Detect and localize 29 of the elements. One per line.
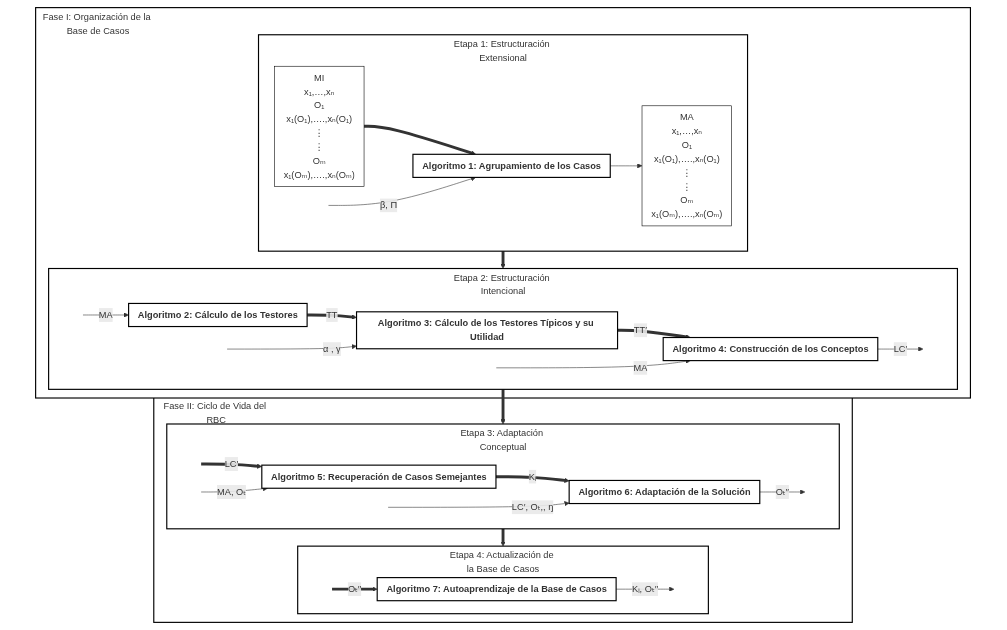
node-box: MA x₁,…,xₙ O₁ x₁(O₁),….,xₙ(O₁) ⋮ ⋮ Oₘ x₁(Oₘ),….,xₙ(Oₘ) bbox=[642, 105, 733, 227]
edge-label: MA bbox=[99, 309, 114, 320]
edge-label: LC′ bbox=[225, 458, 239, 469]
edge-label: Kᵢ bbox=[529, 471, 537, 482]
edge-label: Oₜ′′ bbox=[348, 583, 362, 594]
arrow bbox=[364, 124, 477, 156]
edge-label: MA, Oₜ bbox=[217, 486, 247, 497]
edge-label: LC′, Oₜ,, ŋ bbox=[512, 502, 554, 512]
edge-label: Kᵢ, Oₜ′′ bbox=[632, 583, 659, 594]
arrow bbox=[496, 475, 570, 483]
node-box: Algoritmo 1: Agrupamiento de los Casos bbox=[412, 153, 612, 178]
arrow bbox=[500, 389, 507, 425]
node-box: Algoritmo 6: Adaptación de la Solución bbox=[569, 479, 761, 505]
arrow bbox=[332, 586, 378, 592]
edge-label: α , γ bbox=[323, 343, 342, 354]
edge-label: MA bbox=[633, 362, 648, 373]
node-box: MI x₁,…,xₙ O₁ x₁(O₁),….,xₙ(O₁) ⋮ ⋮ Oₘ x₁(Oₘ),….,xₙ(Oₘ) bbox=[274, 65, 365, 187]
node-box: Algoritmo 3: Cálculo de los Testores Típicos y su Utilidad bbox=[356, 311, 619, 350]
arrow bbox=[307, 313, 358, 320]
arrow bbox=[201, 462, 263, 469]
edge-label: LC′ bbox=[894, 343, 908, 354]
node-box: Algoritmo 2: Cálculo de los Testores bbox=[128, 302, 309, 328]
edge-label: TT′ bbox=[634, 325, 648, 335]
node-box: Algoritmo 5: Recuperación de Casos Semejantes bbox=[261, 464, 497, 489]
node-box: Algoritmo 7: Autoaprendizaje de la Base de Casos bbox=[377, 577, 618, 602]
edge-label: β, Π bbox=[380, 200, 398, 211]
edge-label: Oₜ′′ bbox=[776, 486, 790, 497]
node-box: Algoritmo 4: Construcción de los Conceptos bbox=[663, 336, 879, 362]
edge-label: TT bbox=[326, 309, 338, 320]
